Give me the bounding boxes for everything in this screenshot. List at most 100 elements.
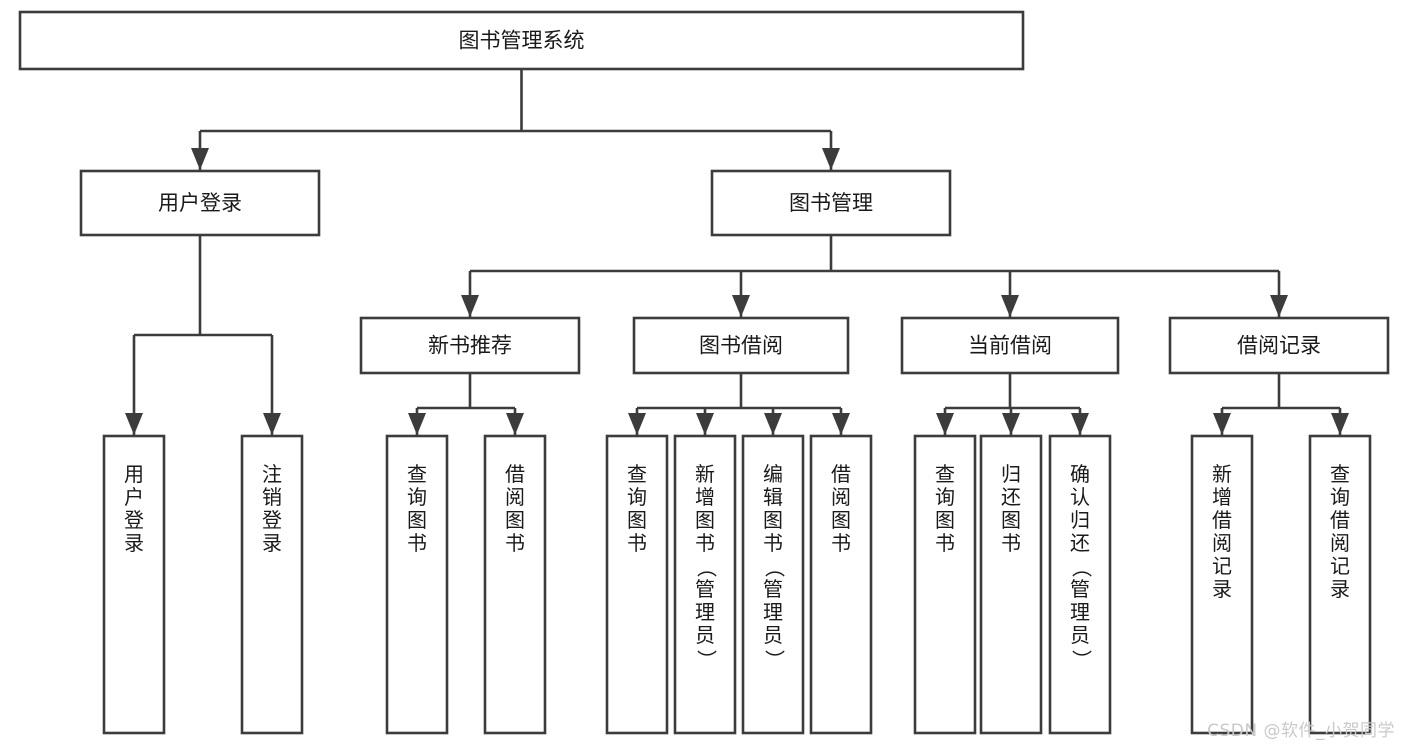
arrow-head-icon-borrow-records (1270, 295, 1288, 317)
svg-text:书: 书 (1001, 531, 1021, 555)
node-new-book-recommend[interactable]: 新书推荐 (359, 316, 581, 375)
svg-text:（: （ (1070, 558, 1094, 578)
svg-text:查: 查 (935, 462, 955, 486)
arrow-head-icon-bb-borrow-book (832, 413, 850, 435)
node-borrow-records[interactable]: 借阅记录 (1168, 316, 1390, 375)
node-user-login[interactable]: 用户登录 (79, 169, 321, 237)
node-box-bb-edit-book[interactable] (741, 434, 805, 735)
node-label-root: 图书管理系统 (459, 29, 585, 53)
svg-text:阅: 阅 (1330, 531, 1350, 555)
node-box-bb-add-book[interactable] (673, 434, 737, 735)
arrow-head-icon-bb-edit-book (764, 413, 782, 435)
svg-text:确: 确 (1070, 462, 1090, 486)
node-box-bb-borrow-book[interactable] (809, 434, 873, 735)
svg-text:户: 户 (124, 485, 144, 509)
svg-text:录: 录 (124, 531, 144, 555)
svg-text:记: 记 (1330, 554, 1350, 578)
node-user-login-do[interactable]: 用户登录 (102, 434, 166, 735)
svg-text:书: 书 (407, 531, 427, 555)
svg-text:询: 询 (935, 485, 955, 509)
node-box-book-borrow[interactable] (632, 316, 850, 375)
node-box-cb-return-book[interactable] (979, 434, 1043, 735)
node-box-br-query-record[interactable] (1308, 434, 1372, 735)
node-box-nbr-borrow-book[interactable] (483, 434, 547, 735)
svg-text:增: 增 (695, 485, 715, 509)
svg-text:询: 询 (1330, 485, 1350, 509)
svg-text:图: 图 (407, 508, 427, 532)
node-book-borrow[interactable]: 图书借阅 (632, 316, 850, 375)
node-box-nbr-query-book[interactable] (385, 434, 449, 735)
node-label-book-manage: 图书管理 (789, 191, 873, 215)
arrow-head-icon-book-manage (822, 148, 840, 170)
svg-text:还: 还 (1070, 531, 1090, 555)
svg-text:阅: 阅 (1212, 531, 1232, 555)
node-box-book-manage[interactable] (710, 169, 952, 237)
svg-text:管: 管 (1070, 577, 1090, 601)
node-box-user-login[interactable] (79, 169, 321, 237)
svg-text:员: 员 (1070, 623, 1090, 647)
svg-text:图: 图 (627, 508, 647, 532)
node-root[interactable]: 图书管理系统 (18, 10, 1025, 71)
svg-text:认: 认 (1070, 485, 1090, 509)
node-box-new-book-recommend[interactable] (359, 316, 581, 375)
svg-text:借: 借 (505, 462, 525, 486)
svg-text:图: 图 (763, 508, 783, 532)
arrow-head-icon-new-book-recommend (461, 295, 479, 317)
svg-text:查: 查 (627, 462, 647, 486)
arrow-head-icon-current-borrow (1001, 295, 1019, 317)
svg-text:图: 图 (1001, 508, 1021, 532)
svg-text:）: ） (763, 650, 787, 670)
node-label-book-borrow: 图书借阅 (699, 334, 783, 358)
node-box-user-login-do[interactable] (102, 434, 166, 735)
svg-text:理: 理 (763, 600, 783, 624)
svg-text:登: 登 (124, 508, 144, 532)
svg-text:用: 用 (124, 462, 144, 486)
node-box-root[interactable] (18, 10, 1025, 71)
node-box-cb-query-book[interactable] (913, 434, 977, 735)
node-box-user-logout[interactable] (240, 434, 304, 735)
svg-text:借: 借 (1212, 508, 1232, 532)
svg-text:查: 查 (407, 462, 427, 486)
node-box-br-add-record[interactable] (1190, 434, 1254, 735)
arrow-head-icon-br-query-record (1331, 413, 1349, 435)
svg-text:询: 询 (627, 485, 647, 509)
node-box-current-borrow[interactable] (900, 316, 1120, 375)
node-box-cb-confirm-return[interactable] (1048, 434, 1112, 735)
svg-text:销: 销 (262, 485, 282, 509)
node-label-user-login: 用户登录 (158, 191, 242, 215)
arrow-head-icon-cb-confirm-return (1071, 413, 1089, 435)
svg-text:图: 图 (695, 508, 715, 532)
connectors-layer (125, 69, 1349, 435)
svg-text:录: 录 (1212, 577, 1232, 601)
node-box-bb-query-book[interactable] (605, 434, 669, 735)
node-box-borrow-records[interactable] (1168, 316, 1390, 375)
node-current-borrow[interactable]: 当前借阅 (900, 316, 1120, 375)
svg-text:录: 录 (262, 531, 282, 555)
svg-text:）: ） (695, 650, 719, 670)
node-book-manage[interactable]: 图书管理 (710, 169, 952, 237)
svg-text:辑: 辑 (763, 485, 783, 509)
svg-text:书: 书 (695, 531, 715, 555)
svg-text:书: 书 (505, 531, 525, 555)
svg-text:询: 询 (407, 485, 427, 509)
